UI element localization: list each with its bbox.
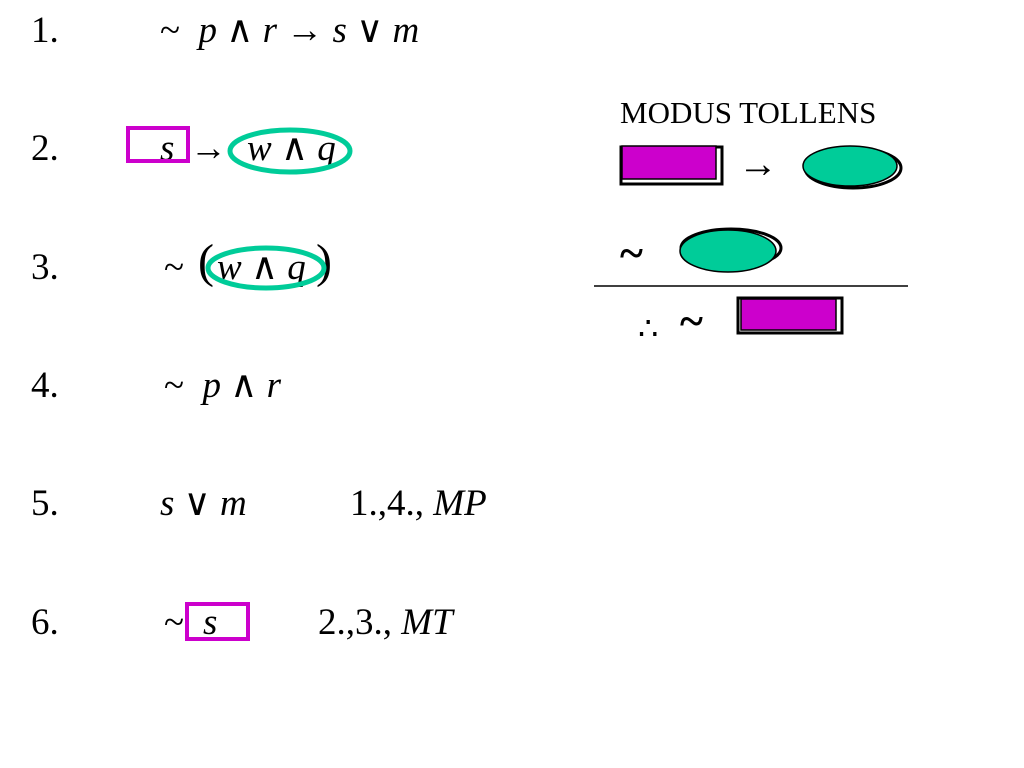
conjunction-highlight-ellipse <box>205 245 327 291</box>
line-6-s: s <box>203 602 218 643</box>
line-4-formula: ~ p ∧ r <box>164 367 281 404</box>
line-5-formula: s ∨ m <box>160 485 247 522</box>
reason-lines: 1.,4., <box>350 483 424 524</box>
line-3-neg: ~ <box>164 247 185 288</box>
line-number-2: 2. <box>31 128 59 169</box>
line-2-conj: w ∧ q <box>247 130 336 167</box>
or-symbol: ∨ <box>356 10 384 51</box>
var-s: s <box>332 10 347 51</box>
var-m: m <box>392 10 420 51</box>
line-2-s: s <box>160 128 175 169</box>
schema-arrow: → <box>738 141 778 186</box>
schema-conclusion-negation: ~ <box>680 297 703 346</box>
reason-lines: 2.,3., <box>318 602 392 643</box>
schema-ellipse <box>802 145 898 187</box>
var-p: p <box>198 10 218 51</box>
var-r: r <box>266 365 282 406</box>
line-3-conj: w ∧ q <box>217 249 306 286</box>
line-number-1: 1. <box>31 10 59 51</box>
implies-symbol: → <box>286 10 324 51</box>
line-1-formula: ~ p ∧ r → s ∨ m <box>160 12 419 49</box>
schema-title: MODUS TOLLENS <box>620 95 877 130</box>
s-highlight-box <box>126 126 190 163</box>
schema-box-shadow <box>736 296 844 335</box>
rule-name: MT <box>401 602 453 643</box>
var-s: s <box>160 483 175 524</box>
schema-ellipse <box>679 229 777 273</box>
var-r: r <box>262 10 278 51</box>
schema-negation: ~ <box>620 229 643 278</box>
line-number-4: 4. <box>31 365 59 406</box>
negation-symbol: ~ <box>164 365 185 406</box>
var-m: m <box>220 483 247 524</box>
line-2-arrow: → <box>190 128 227 169</box>
therefore-symbol: ∴ <box>638 310 659 346</box>
conjunction-highlight-ellipse <box>227 127 353 175</box>
or-symbol: ∨ <box>183 483 211 524</box>
schema-box <box>621 145 717 180</box>
var-p: p <box>202 365 222 406</box>
line-number-5: 5. <box>31 483 59 524</box>
var-q: q <box>317 128 336 169</box>
and-symbol: ∧ <box>230 365 258 406</box>
line-number-6: 6. <box>31 602 59 643</box>
schema-box <box>740 298 837 331</box>
negation-symbol: ~ <box>160 10 181 51</box>
s-highlight-box <box>185 602 250 641</box>
line-6-justification: 2.,3., MT <box>318 604 453 641</box>
rule-name: MP <box>433 483 487 524</box>
line-5-justification: 1.,4., MP <box>350 485 487 522</box>
and-symbol: ∧ <box>280 128 309 169</box>
line-number-3: 3. <box>31 247 59 288</box>
and-symbol: ∧ <box>226 10 254 51</box>
and-symbol: ∧ <box>250 247 279 288</box>
line-6-neg: ~ <box>164 602 185 643</box>
var-q: q <box>287 247 306 288</box>
